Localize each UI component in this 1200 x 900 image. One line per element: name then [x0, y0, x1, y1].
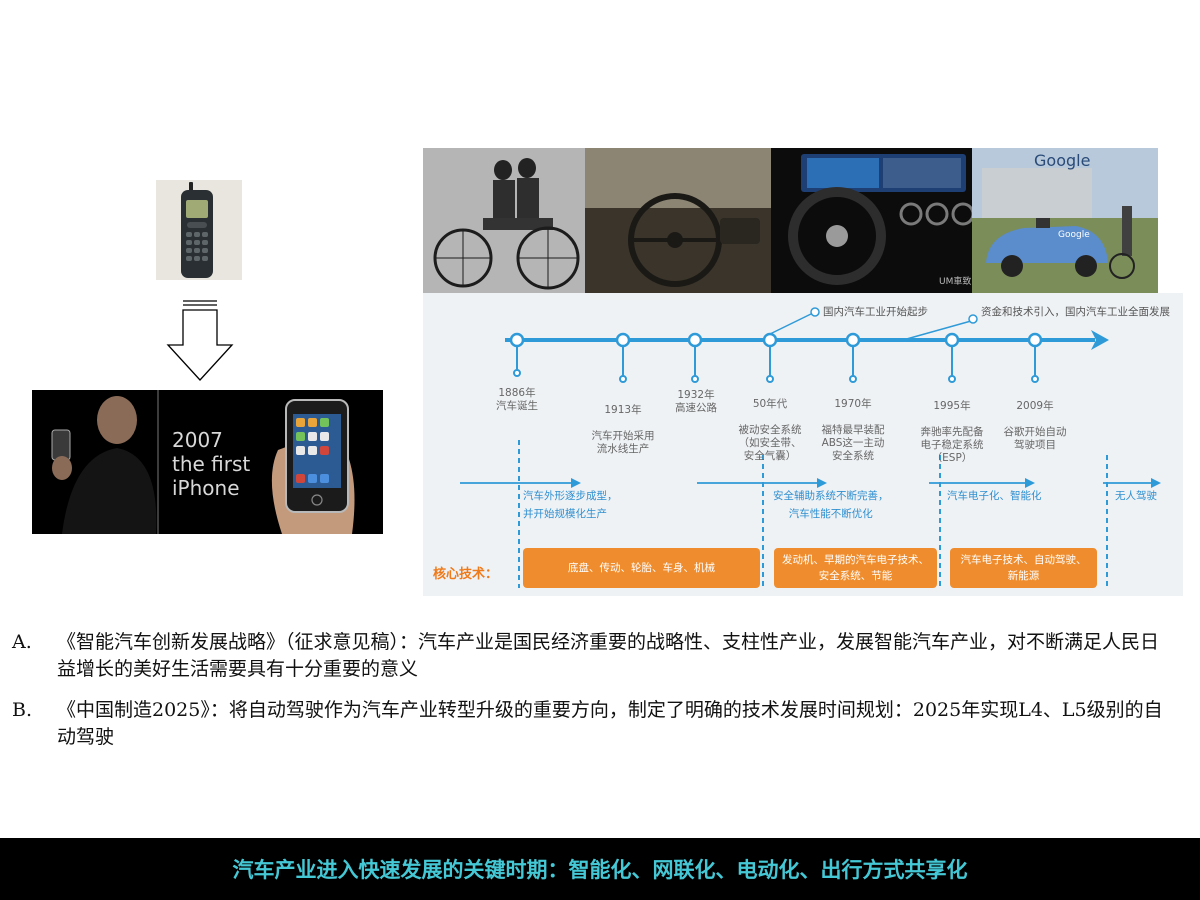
milestone-year: 1995年: [933, 400, 971, 412]
stage-2: 安全辅助系统不断完善， 汽车性能不断优化: [773, 490, 889, 520]
milestone-50s: 50年代 被动安全系统 （如安全带、 安全气囊）: [725, 385, 815, 476]
bullet-a: A. 《智能汽车创新发展战略》（征求意见稿）：汽车产业是国民经济重要的战略性、支…: [12, 629, 1172, 683]
google-sign-text: Google: [1034, 151, 1091, 170]
milestone-1913: 1913年 汽车开始采用 流水线生产: [578, 391, 668, 469]
footer-banner: 汽车产业进入快速发展的关键时期：智能化、网联化、电动化、出行方式共享化: [0, 838, 1200, 900]
core-box-2: 发动机、早期的汽车电子技术、 安全系统、节能: [774, 548, 937, 588]
milestone-desc: 汽车诞生: [496, 400, 538, 412]
bullet-text: 《智能汽车创新发展战略》（征求意见稿）：汽车产业是国民经济重要的战略性、支柱性产…: [57, 631, 1160, 680]
milestone-year: 1886年: [498, 387, 536, 399]
down-arrow-icon: [165, 299, 235, 383]
milestone-desc: 福特最早装配 ABS这一主动 安全系统: [821, 424, 885, 462]
banner-year: 2007: [172, 428, 223, 452]
milestone-desc: 奔驰率先配备 电子稳定系统 （ESP）: [920, 426, 984, 464]
milestone-year: 50年代: [752, 398, 788, 410]
footer-text: 汽车产业进入快速发展的关键时期：智能化、网联化、电动化、出行方式共享化: [232, 858, 968, 882]
milestone-2009: 2009年 谷歌开始自动 驾驶项目: [990, 387, 1080, 465]
core-box-3: 汽车电子技术、自动驾驶、 新能源: [950, 548, 1097, 588]
stage-1: 汽车外形逐步成型， 并开始规模化生产: [523, 490, 618, 520]
milestone-desc: 汽车开始采用 流水线生产: [591, 430, 655, 455]
google-car-photo: Google Google: [972, 148, 1158, 293]
milestone-1970: 1970年 福特最早装配 ABS这一主动 安全系统: [808, 385, 898, 476]
milestone-desc: 谷歌开始自动 驾驶项目: [1003, 426, 1067, 451]
google-car-text: Google: [1058, 230, 1090, 240]
stage-4: 无人驾驶: [1115, 490, 1157, 502]
iphone-launch-banner: 2007 the first iPhone: [32, 390, 383, 534]
milestone-year: 1970年: [834, 398, 872, 410]
early-car-photo: [423, 148, 585, 293]
bullet-letter: A.: [12, 631, 32, 653]
milestone-year: 2009年: [1016, 400, 1054, 412]
milestone-year: 1913年: [604, 404, 642, 416]
nokia-phone-image: [156, 180, 242, 280]
banner-line3: iPhone: [172, 476, 240, 500]
automotive-timeline: 1886年 汽车诞生 1913年 汽车开始采用 流水线生产 1932年 高速公路…: [423, 293, 1183, 596]
milestone-desc: 被动安全系统 （如安全带、 安全气囊）: [738, 424, 802, 462]
note-capital-inflow: 资金和技术引入，国内汽车工业全面发展: [981, 306, 1170, 318]
core-tech-label: 核心技术：: [433, 567, 499, 582]
bullet-b: B. 《中国制造2025》：将自动驾驶作为汽车产业转型升级的重要方向，制定了明确…: [12, 697, 1172, 751]
note-domestic-start: 国内汽车工业开始起步: [823, 306, 928, 318]
um-watermark: UM車致: [939, 277, 972, 287]
modern-dashboard-photo: UM車致: [771, 148, 972, 293]
milestone-desc: 高速公路: [675, 402, 717, 414]
milestone-1886: 1886年 汽车诞生: [477, 387, 557, 413]
bullet-letter: B.: [12, 699, 33, 721]
milestone-1932: 1932年 高速公路: [661, 389, 731, 415]
stage-3: 汽车电子化、智能化: [947, 490, 1042, 502]
core-box-1: 底盘、传动、轮胎、车身、机械: [523, 548, 760, 588]
bullet-text: 《中国制造2025》：将自动驾驶作为汽车产业转型升级的重要方向，制定了明确的技术…: [57, 699, 1163, 748]
banner-line2: the first: [172, 452, 251, 476]
vintage-interior-photo: [585, 148, 771, 293]
milestone-year: 1932年: [677, 389, 715, 401]
milestone-1995: 1995年 奔驰率先配备 电子稳定系统 （ESP）: [907, 387, 997, 478]
